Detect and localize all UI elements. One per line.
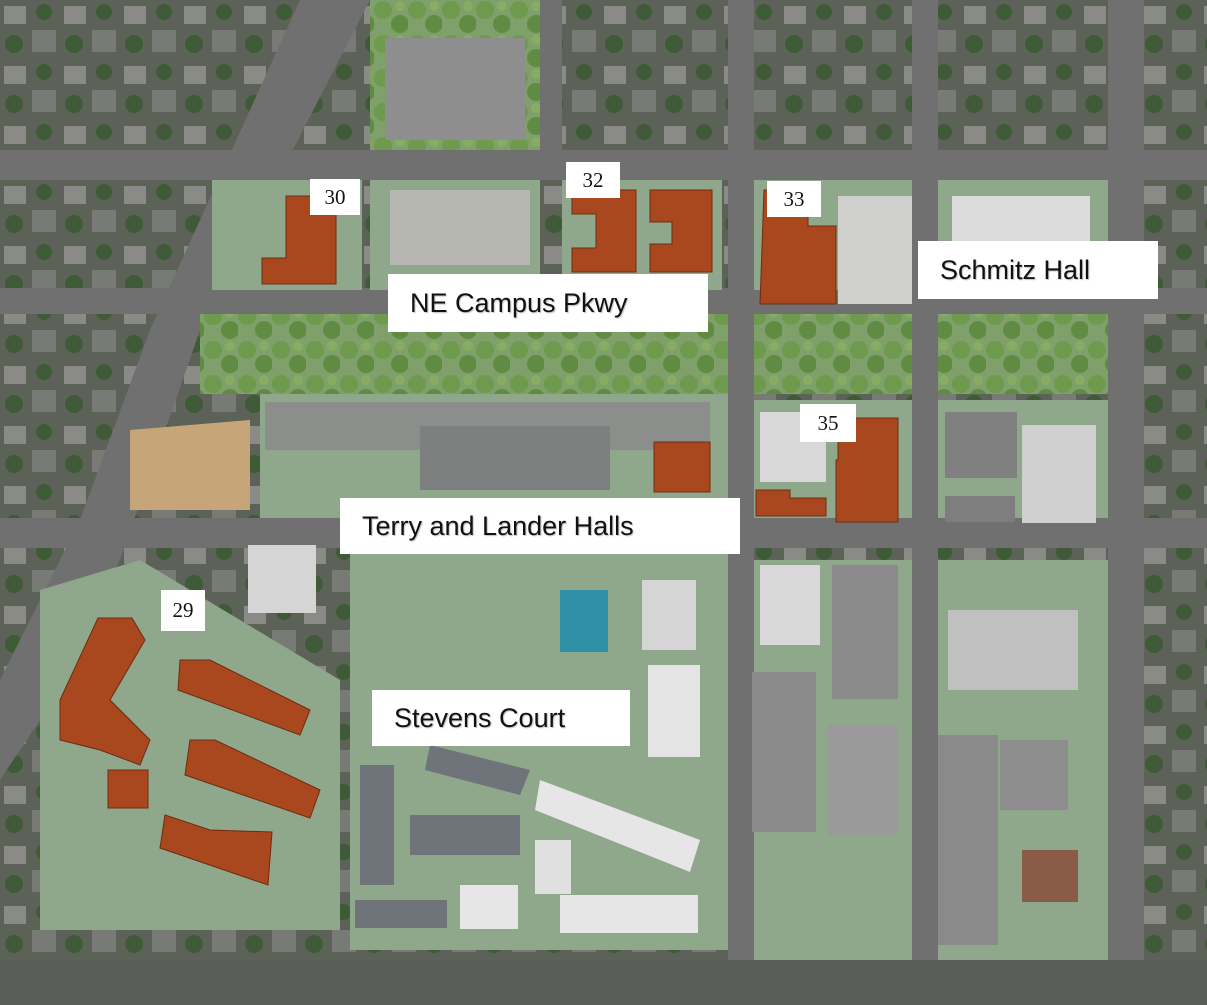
site-29-building-a (59, 617, 151, 766)
proposed-buildings (59, 189, 899, 886)
site-number-29: 29 (161, 590, 205, 631)
site-32-building-a (571, 189, 637, 273)
label-stevens-court: Stevens Court (372, 690, 630, 746)
site-29-building-c (184, 739, 321, 819)
label-schmitz-hall: Schmitz Hall (918, 241, 1158, 299)
site-29-building-d (107, 769, 149, 809)
site-number-33: 33 (767, 181, 821, 217)
label-terry-and-lander-halls: Terry and Lander Halls (340, 498, 740, 554)
site-32-building-b (649, 189, 713, 273)
site-29-building-e (159, 814, 273, 886)
site-number-30: 30 (310, 179, 360, 215)
site-number-35: 35 (800, 404, 856, 442)
site-number-32: 32 (566, 162, 620, 198)
label-ne-campus-pkwy: NE Campus Pkwy (388, 274, 708, 332)
site-terry-addition (653, 441, 711, 493)
site-35-building-small (755, 489, 827, 517)
site-35-building (835, 417, 899, 523)
existing-buildings (248, 190, 1096, 945)
site-29-building-b (177, 659, 311, 736)
